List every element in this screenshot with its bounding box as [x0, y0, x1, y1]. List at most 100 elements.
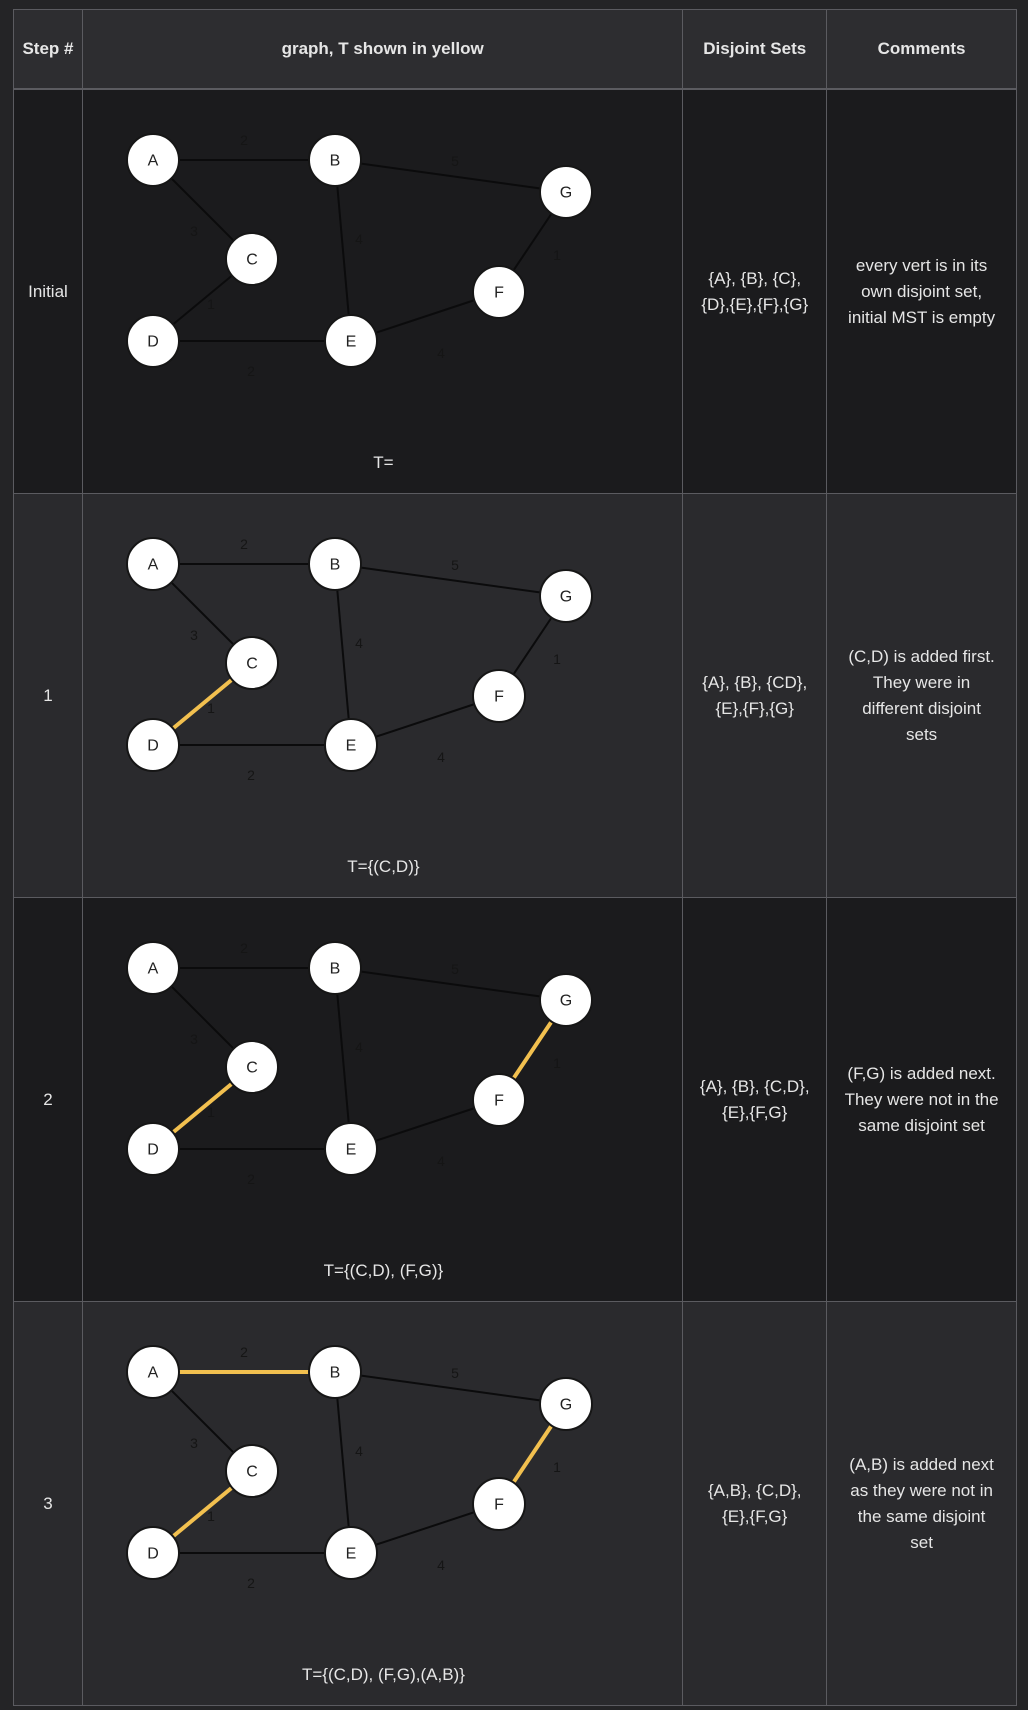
header-sets: Disjoint Sets	[683, 10, 828, 88]
edge-weight-ef: 4	[437, 1153, 445, 1169]
edge-bg	[334, 563, 567, 597]
edge-weight-be: 4	[355, 231, 363, 247]
comment-line: They were not in the	[844, 1089, 999, 1109]
mst-label: T={(C,D), (F,G),(A,B)}	[301, 1665, 465, 1684]
node-label: D	[147, 1546, 159, 1563]
node-label: F	[494, 285, 504, 302]
node-f: F	[471, 1073, 526, 1127]
node-a: A	[125, 1345, 180, 1399]
edge-be	[333, 159, 352, 342]
edge-weight-bg: 5	[451, 153, 459, 169]
node-label: G	[560, 589, 572, 606]
node-d: D	[125, 314, 180, 368]
edge-weight-ac: 3	[190, 223, 198, 239]
edge-weight-fg: 1	[553, 1055, 561, 1071]
node-a: A	[125, 133, 180, 187]
node-label: C	[246, 1060, 258, 1077]
header-step: Step #	[14, 10, 83, 88]
comment-line: set	[910, 1532, 933, 1552]
edge-be	[333, 563, 352, 746]
table-header: Step # graph, T shown in yellow Disjoint…	[14, 10, 1017, 90]
comment-line: the same disjoint	[857, 1506, 986, 1526]
step-label: 2	[14, 898, 83, 1301]
edge-weight-bg: 5	[451, 557, 459, 573]
disjoint-sets-line: {A}, {B}, {CD},	[702, 672, 808, 692]
edge-bg	[334, 159, 567, 193]
node-label: D	[147, 1142, 159, 1159]
node-a: A	[125, 941, 180, 995]
step-label: 1	[14, 494, 83, 897]
node-label: B	[330, 557, 341, 574]
comment-line: (A,B) is added next	[849, 1454, 994, 1474]
node-b: B	[307, 537, 362, 591]
node-label: E	[346, 738, 357, 755]
comment-line: They were in	[872, 672, 971, 692]
edge-weight-de: 2	[247, 1575, 255, 1591]
node-g: G	[538, 569, 593, 623]
disjoint-sets-cell: {A,B}, {C,D},{E},{F,G}	[683, 1302, 828, 1705]
edge-weight-be: 4	[355, 635, 363, 651]
edge-weight-cd: 1	[207, 296, 215, 312]
node-b: B	[307, 941, 362, 995]
comment-line: as they were not in	[850, 1480, 993, 1500]
comment-line: same disjoint set	[858, 1115, 985, 1135]
disjoint-sets-line: {E},{F},{G}	[715, 698, 794, 718]
edge-weight-be: 4	[355, 1443, 363, 1459]
disjoint-sets-line: {E},{F,G}	[722, 1102, 788, 1122]
node-e: E	[323, 1122, 378, 1176]
comment-line: every vert is in its	[855, 255, 988, 275]
step-label: Initial	[14, 90, 83, 493]
edge-bg	[334, 1371, 567, 1405]
edge-be	[333, 967, 352, 1150]
node-label: C	[246, 252, 258, 269]
node-label: C	[246, 656, 258, 673]
edge-weight-fg: 1	[553, 247, 561, 263]
edge-weight-ac: 3	[190, 1435, 198, 1451]
comment-line: (F,G) is added next.	[847, 1063, 996, 1083]
comment-line: different disjoint	[862, 698, 981, 718]
edge-bg	[334, 967, 567, 1001]
edge-weight-cd: 1	[207, 1508, 215, 1524]
node-label: G	[560, 1397, 572, 1414]
mst-label: T={(C,D)}	[347, 857, 420, 876]
comment-line: sets	[905, 724, 938, 744]
edge-weight-de: 2	[247, 1171, 255, 1187]
node-d: D	[125, 718, 180, 772]
edge-weight-de: 2	[247, 363, 255, 379]
edge-weight-fg: 1	[553, 651, 561, 667]
node-e: E	[323, 718, 378, 772]
node-label: D	[147, 334, 159, 351]
node-f: F	[471, 1477, 526, 1531]
comment-cell: (F,G) is added next. They were not in the…	[827, 898, 1017, 1301]
node-c: C	[224, 1444, 279, 1498]
comment-line: (C,D) is added first.	[848, 646, 995, 666]
node-label: G	[560, 185, 572, 202]
node-f: F	[471, 669, 526, 723]
node-d: D	[125, 1526, 180, 1580]
edge-weight-de: 2	[247, 767, 255, 783]
node-label: E	[346, 1546, 357, 1563]
header-comments: Comments	[827, 10, 1017, 88]
node-label: E	[346, 334, 357, 351]
node-e: E	[323, 314, 378, 368]
node-g: G	[538, 165, 593, 219]
edge-weight-be: 4	[355, 1039, 363, 1055]
node-c: C	[224, 232, 279, 286]
edge-weight-ab: 2	[240, 940, 248, 956]
node-c: C	[224, 1040, 279, 1094]
node-label: G	[560, 993, 572, 1010]
edge-weight-ac: 3	[190, 1031, 198, 1047]
edge-weight-ab: 2	[240, 536, 248, 552]
node-label: C	[246, 1464, 258, 1481]
node-label: B	[330, 153, 341, 170]
disjoint-sets-cell: {A}, {B}, {C},{D},{E},{F},{G}	[683, 90, 828, 493]
edge-weight-fg: 1	[553, 1459, 561, 1475]
comment-line: own disjoint set,	[861, 281, 983, 301]
